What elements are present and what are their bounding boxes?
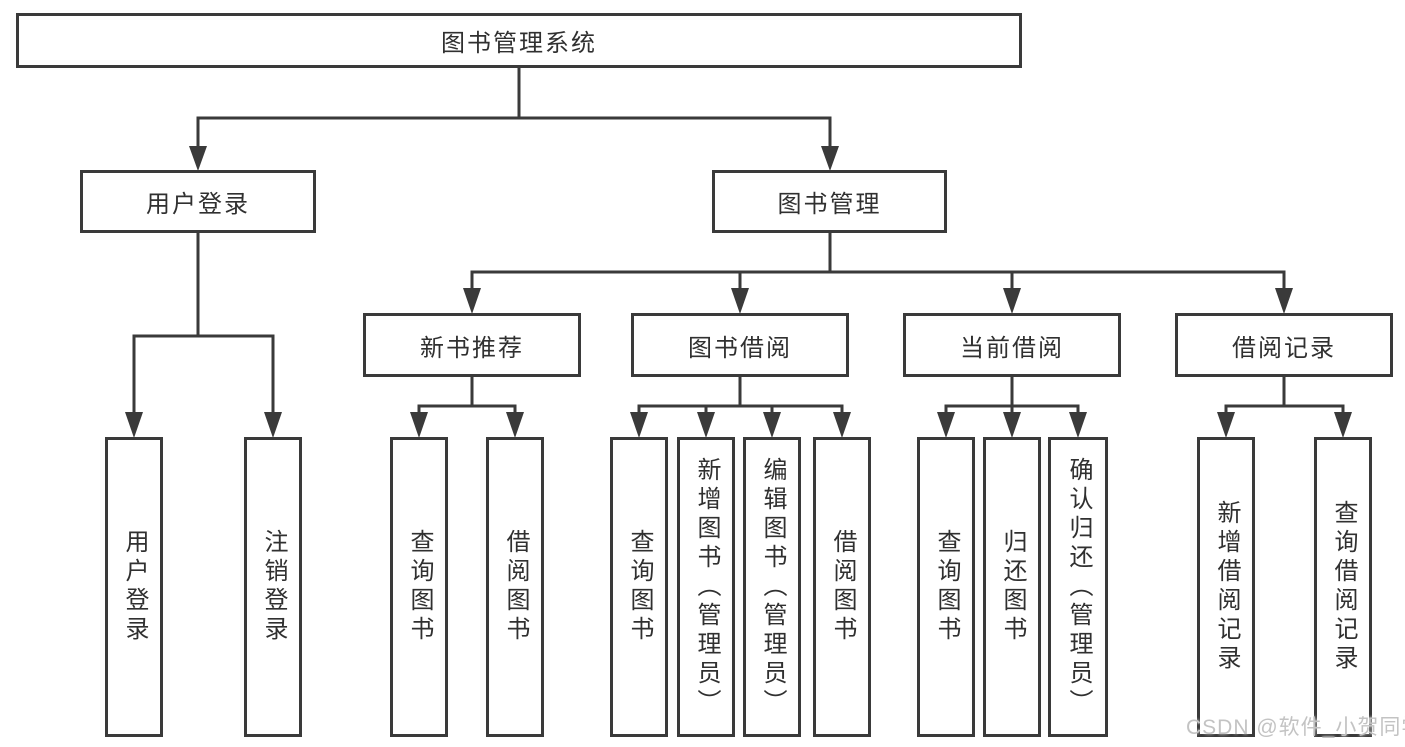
leaf-borrow-books-recommend: 借阅图书 xyxy=(486,437,544,737)
leaf-return-books: 归还图书 xyxy=(983,437,1041,737)
leaf-confirm-return-admin: 确认归还（管理员） xyxy=(1048,437,1108,737)
leaf-query-books-borrowing-label: 查询图书 xyxy=(626,529,653,645)
node-book-borrowing: 图书借阅 xyxy=(631,313,849,377)
node-library-system-label: 图书管理系统 xyxy=(441,30,597,57)
leaf-add-book-admin-label: 新增图书（管理员） xyxy=(693,456,720,718)
node-user-login-label: 用户登录 xyxy=(146,191,250,218)
leaf-borrow-books-borrowing: 借阅图书 xyxy=(813,437,871,737)
leaf-query-books-current: 查询图书 xyxy=(917,437,975,737)
node-book-management: 图书管理 xyxy=(712,170,947,233)
node-book-management-label: 图书管理 xyxy=(777,191,882,218)
node-borrowing-records: 借阅记录 xyxy=(1175,313,1393,377)
node-new-book-recommend: 新书推荐 xyxy=(363,313,581,377)
leaf-query-books-borrowing: 查询图书 xyxy=(610,437,668,737)
leaf-confirm-return-admin-label: 确认归还（管理员） xyxy=(1065,456,1092,718)
leaf-query-borrow-record-label: 查询借阅记录 xyxy=(1330,500,1357,674)
node-library-system: 图书管理系统 xyxy=(16,13,1022,68)
leaf-add-borrow-record: 新增借阅记录 xyxy=(1197,437,1255,737)
node-user-login: 用户登录 xyxy=(80,170,316,233)
leaf-logout: 注销登录 xyxy=(244,437,302,737)
leaf-user-login-label: 用户登录 xyxy=(121,529,148,645)
node-borrowing-records-label: 借阅记录 xyxy=(1232,334,1336,362)
leaf-edit-book-admin-label: 编辑图书（管理员） xyxy=(759,456,786,718)
node-new-book-recommend-label: 新书推荐 xyxy=(420,334,524,362)
leaf-query-borrow-record: 查询借阅记录 xyxy=(1314,437,1372,737)
leaf-query-books-recommend: 查询图书 xyxy=(390,437,448,737)
leaf-query-books-recommend-label: 查询图书 xyxy=(406,529,433,645)
leaf-add-borrow-record-label: 新增借阅记录 xyxy=(1213,500,1240,674)
node-book-borrowing-label: 图书借阅 xyxy=(688,334,792,362)
leaf-edit-book-admin: 编辑图书（管理员） xyxy=(743,437,801,737)
node-current-borrowing-label: 当前借阅 xyxy=(960,334,1064,362)
leaf-user-login: 用户登录 xyxy=(105,437,163,737)
leaf-borrow-books-recommend-label: 借阅图书 xyxy=(502,529,529,645)
csdn-watermark: CSDN @软件_小贺同学 xyxy=(1186,716,1405,739)
leaf-add-book-admin: 新增图书（管理员） xyxy=(677,437,735,737)
leaf-borrow-books-borrowing-label: 借阅图书 xyxy=(829,529,856,645)
leaf-query-books-current-label: 查询图书 xyxy=(933,529,960,645)
leaf-return-books-label: 归还图书 xyxy=(999,529,1026,645)
node-current-borrowing: 当前借阅 xyxy=(903,313,1121,377)
leaf-logout-label: 注销登录 xyxy=(260,529,287,645)
